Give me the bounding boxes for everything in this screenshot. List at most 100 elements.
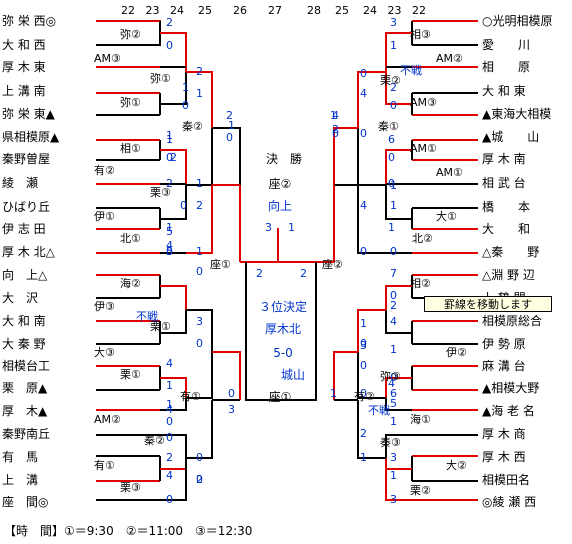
right-score: 2 bbox=[390, 81, 397, 94]
left-score: 0 bbox=[196, 337, 203, 350]
right-team: ▲相模大野 bbox=[482, 381, 540, 395]
date-row-left: 22 23 24 25 26 27 bbox=[121, 4, 282, 17]
right-slot-label: 相② bbox=[410, 277, 431, 290]
left-score: 1 bbox=[166, 221, 173, 234]
right-score: 1 bbox=[390, 415, 397, 428]
left-score: 2 bbox=[226, 109, 233, 122]
left-bracket bbox=[96, 20, 247, 501]
left-score: 3 bbox=[228, 403, 235, 416]
left-score: 4 bbox=[166, 357, 173, 370]
right-team: 麻 溝 台 bbox=[482, 359, 526, 373]
right-score: 0 bbox=[360, 337, 367, 350]
right-slot-label: 秦① bbox=[378, 120, 399, 133]
left-slot-label: 有② bbox=[94, 164, 115, 177]
left-slot-label: AM③ bbox=[94, 52, 121, 65]
left-score: 4 bbox=[166, 239, 173, 252]
right-team: ◎綾 瀬 西 bbox=[482, 495, 537, 509]
right-score: 0 bbox=[332, 127, 339, 140]
left-team: 大 秦 野 bbox=[2, 337, 46, 351]
left-score: 4 bbox=[166, 403, 173, 416]
left-team: 有 馬 bbox=[2, 450, 39, 464]
left-score: 3 bbox=[196, 315, 203, 328]
right-score: 7 bbox=[390, 267, 397, 280]
left-team: 大 和 南 bbox=[2, 314, 46, 328]
right-team: 厚 木 西 bbox=[482, 450, 526, 464]
left-team: 向 上△ bbox=[2, 268, 48, 282]
left-slot-label: 北① bbox=[120, 232, 141, 245]
left-score: 0 bbox=[196, 265, 203, 278]
right-slot-label: 栗② bbox=[410, 484, 431, 497]
final-in-left: 2 bbox=[256, 267, 263, 280]
left-team: 綾 瀬 bbox=[2, 176, 39, 190]
third-place-score: 5-0 bbox=[273, 346, 293, 360]
final-score-left: 3 bbox=[265, 221, 272, 234]
left-team: 厚 木▲ bbox=[2, 404, 48, 418]
final-slot: 座② bbox=[268, 177, 292, 191]
right-slot-label: 不戦 bbox=[400, 64, 422, 77]
left-slot-label: 秦② bbox=[144, 434, 165, 447]
right-score: 0 bbox=[360, 359, 367, 372]
third-place-title: ３位決定 bbox=[258, 300, 307, 314]
right-slot-label: 弥③ bbox=[380, 370, 401, 383]
center-bracket bbox=[240, 228, 317, 401]
right-slot-label: 海① bbox=[410, 413, 431, 426]
right-score: 0 bbox=[360, 387, 367, 400]
final-in-right: 2 bbox=[300, 267, 307, 280]
left-score: 2 bbox=[166, 451, 173, 464]
right-score: 0 bbox=[390, 289, 397, 302]
right-score: 2 bbox=[360, 427, 367, 440]
left-team: 大 沢 bbox=[2, 291, 39, 305]
third-place-team: 厚木北 bbox=[264, 322, 301, 336]
right-slot-label: 大② bbox=[446, 459, 467, 472]
right-slot-label: 北② bbox=[412, 232, 433, 245]
left-team: ひばり丘 bbox=[2, 200, 51, 214]
right-slot-label: 不戦 bbox=[368, 404, 390, 417]
left-score: 2 bbox=[196, 199, 203, 212]
left-slot-label: 海② bbox=[120, 277, 141, 290]
left-score: 5 bbox=[166, 225, 173, 238]
left-score: 1 bbox=[196, 245, 203, 258]
left-slot-label: AM② bbox=[94, 413, 121, 426]
right-score: 1 bbox=[390, 39, 397, 52]
right-score: 1 bbox=[390, 469, 397, 482]
right-score: 3 bbox=[360, 339, 367, 352]
right-team: 伊 勢 原 bbox=[482, 337, 526, 351]
left-score: 0 bbox=[182, 99, 189, 112]
right-score: 2 bbox=[390, 299, 397, 312]
right-team: 大 和 bbox=[482, 222, 531, 236]
left-team: 大 和 西 bbox=[2, 38, 46, 52]
third-place-slot: 座① bbox=[268, 390, 292, 404]
right-slot-label: AM① bbox=[436, 166, 463, 179]
left-score: 2 bbox=[196, 65, 203, 78]
left-score: 5 bbox=[166, 245, 173, 258]
left-score: 2 bbox=[170, 151, 177, 164]
right-score: 0 bbox=[390, 99, 397, 112]
right-score: 1 bbox=[390, 179, 397, 192]
right-score: 6 bbox=[390, 387, 397, 400]
left-team: 厚 木 東 bbox=[2, 60, 46, 74]
right-score: 0 bbox=[390, 371, 397, 384]
right-score: 4 bbox=[390, 315, 397, 328]
left-score: 0 bbox=[166, 39, 173, 52]
left-score: 0 bbox=[196, 451, 203, 464]
right-score: 1 bbox=[390, 343, 397, 356]
left-team: 秦野曽屋 bbox=[2, 152, 51, 166]
right-score: 3 bbox=[390, 493, 397, 506]
left-score: 0 bbox=[226, 131, 233, 144]
left-slot-label: 相① bbox=[120, 142, 141, 155]
right-score: 0 bbox=[388, 177, 395, 190]
left-team: 弥 栄 東▲ bbox=[2, 107, 55, 121]
right-slot-label: 座② bbox=[322, 258, 343, 271]
left-slot-label: 弥① bbox=[150, 72, 171, 85]
left-slot-label: 大③ bbox=[94, 346, 115, 359]
left-slot-label: 弥② bbox=[120, 28, 141, 41]
right-score: 1 bbox=[360, 317, 367, 330]
left-team: 県相模原▲ bbox=[2, 130, 60, 144]
right-slot-label: 大① bbox=[436, 210, 457, 223]
right-team: 厚 木 商 bbox=[482, 427, 526, 441]
tooltip: 罫線を移動します bbox=[424, 296, 552, 312]
left-score: 1 bbox=[196, 87, 203, 100]
left-team: 秦野南丘 bbox=[2, 427, 51, 441]
left-slot-label: 有① bbox=[180, 390, 201, 403]
